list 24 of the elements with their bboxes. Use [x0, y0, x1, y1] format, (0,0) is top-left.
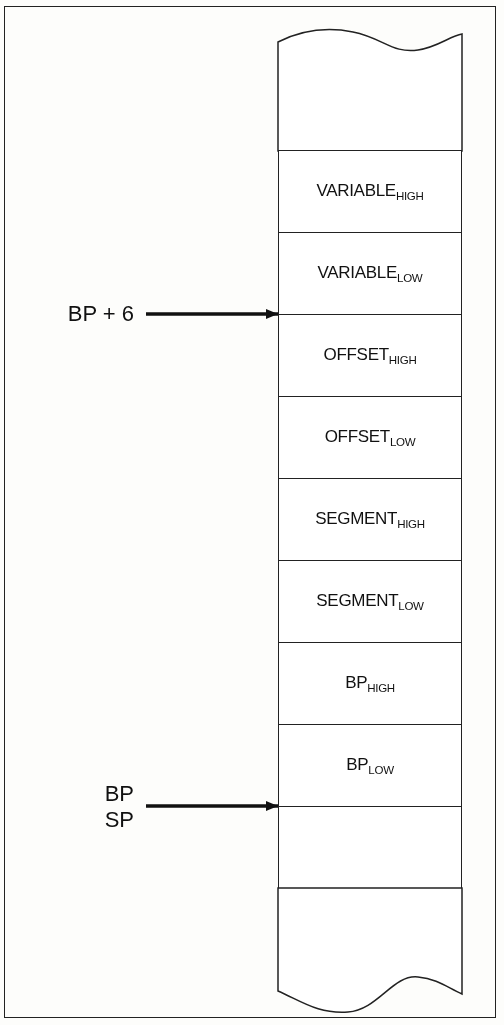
empty-stack-cell — [278, 806, 462, 889]
register-name: SP — [104, 807, 134, 833]
pointer-arrow — [146, 309, 278, 319]
cell-label: SEGMENT$_{HIGH}$ — [315, 509, 425, 530]
cell-label: BP$_{HIGH}$ — [345, 673, 395, 694]
stack-cell — [278, 724, 462, 807]
stack-cell — [278, 396, 462, 479]
register-name: BP + 6 — [67, 301, 134, 327]
cell-label: OFFSET$_{LOW}$ — [324, 427, 416, 448]
stack-continuation — [278, 28, 462, 151]
cell-label: VARIABLE$_{LOW}$ — [317, 263, 423, 284]
cell-label: SEGMENT$_{LOW}$ — [316, 591, 424, 612]
pointer-arrow — [146, 801, 278, 811]
stack-cell — [278, 560, 462, 643]
cell-label: BP$_{LOW}$ — [346, 755, 394, 776]
stack-cell — [278, 314, 462, 397]
stack-cell — [278, 642, 462, 725]
cell-label: OFFSET$_{HIGH}$ — [323, 345, 417, 366]
stack-cell — [278, 478, 462, 561]
stack-cell — [278, 150, 462, 233]
stack-continuation — [278, 888, 462, 1014]
stack-cell — [278, 232, 462, 315]
register-name: BP — [104, 781, 134, 807]
cell-label: VARIABLE$_{HIGH}$ — [316, 181, 424, 202]
